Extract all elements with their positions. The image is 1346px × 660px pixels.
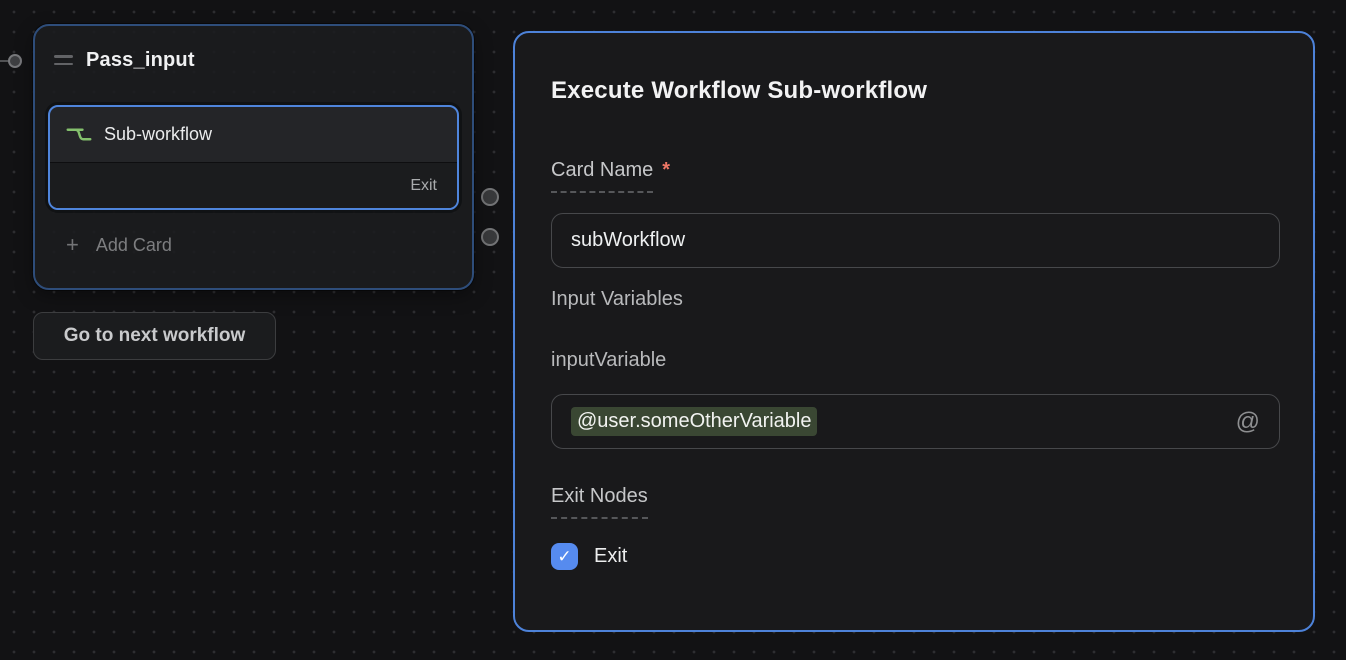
add-card-button[interactable]: + Add Card xyxy=(48,234,459,256)
exit-port-label: Exit xyxy=(410,176,437,194)
exit-nodes-label: Exit Nodes xyxy=(551,485,648,519)
sub-workflow-card[interactable]: Sub-workflow Exit xyxy=(48,105,459,210)
mention-at-icon[interactable]: @ xyxy=(1235,407,1260,435)
exit-nodes-label-row: Exit Nodes xyxy=(551,485,1277,519)
input-variable-field[interactable]: @user.someOtherVariable @ xyxy=(551,394,1280,449)
go-to-next-workflow-button[interactable]: Go to next workflow xyxy=(33,312,276,360)
input-variables-section-label: Input Variables xyxy=(551,288,683,310)
node-output-port-bottom[interactable] xyxy=(481,228,499,246)
go-to-next-workflow-label: Go to next workflow xyxy=(63,325,246,346)
workflow-node-pass-input[interactable]: Pass_input Sub-workflow Exit + Add Card xyxy=(33,24,474,290)
panel-title: Execute Workflow Sub-workflow xyxy=(551,77,928,104)
execute-workflow-panel: Execute Workflow Sub-workflow Card Name … xyxy=(513,31,1315,632)
exit-checkbox[interactable]: ✓ xyxy=(551,543,578,570)
sub-workflow-card-label: Sub-workflow xyxy=(104,124,213,144)
input-variable-label: inputVariable xyxy=(551,349,667,371)
card-name-input[interactable] xyxy=(551,213,1280,268)
plus-icon: + xyxy=(66,232,79,257)
sub-workflow-card-header[interactable]: Sub-workflow xyxy=(50,107,457,162)
variable-token[interactable]: @user.someOtherVariable xyxy=(571,407,818,436)
card-name-label: Card Name xyxy=(551,159,654,193)
required-asterisk: * xyxy=(662,159,671,181)
incoming-edge-port[interactable] xyxy=(8,54,22,68)
incoming-edge-line xyxy=(0,60,11,62)
exit-checkbox-row[interactable]: ✓ Exit xyxy=(551,543,1277,570)
node-title: Pass_input xyxy=(86,48,195,71)
node-header: Pass_input xyxy=(48,26,459,84)
add-card-label: Add Card xyxy=(95,234,172,255)
drag-handle-icon[interactable] xyxy=(54,55,73,65)
node-output-port-top[interactable] xyxy=(481,188,499,206)
sub-workflow-icon xyxy=(66,125,92,144)
sub-workflow-card-exit-row[interactable]: Exit xyxy=(50,162,457,208)
card-name-label-row: Card Name * xyxy=(551,159,1277,193)
exit-checkbox-label: Exit xyxy=(594,545,628,567)
